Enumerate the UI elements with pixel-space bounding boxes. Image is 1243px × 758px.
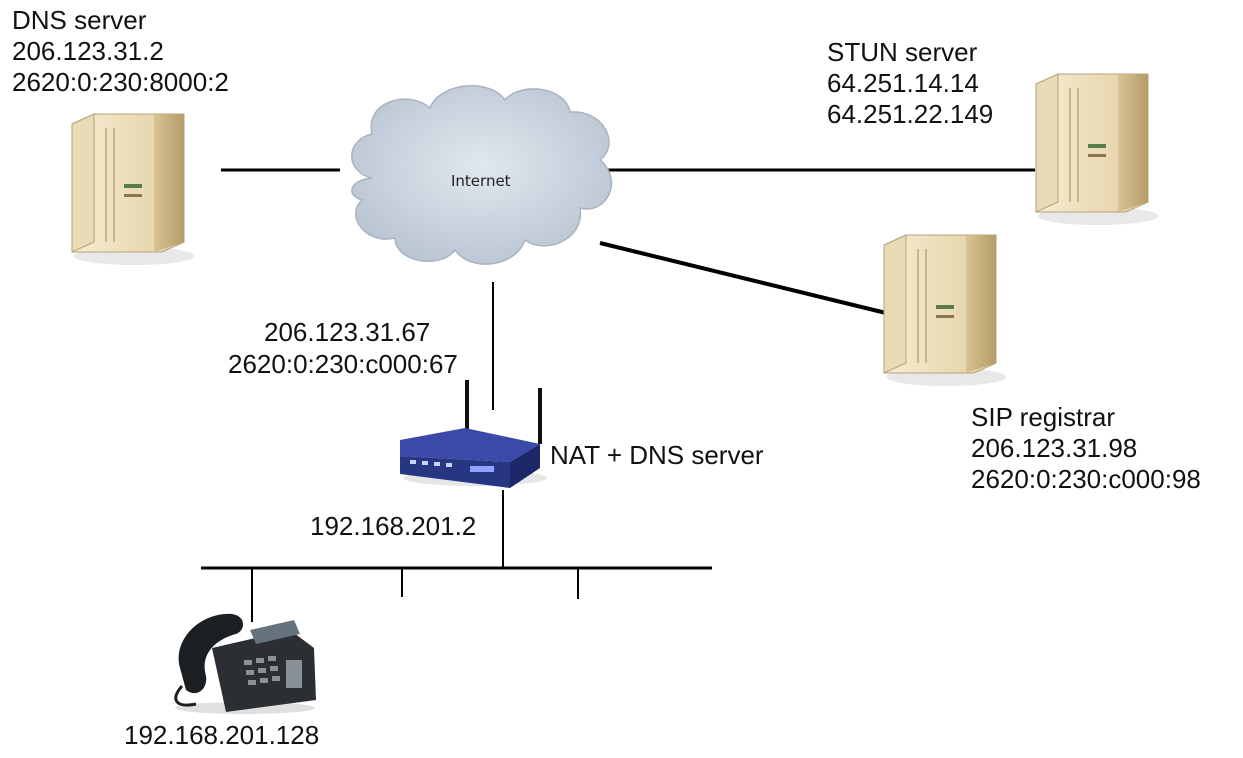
links: [201, 168, 1035, 622]
router-role: NAT + DNS server: [550, 440, 764, 470]
stun-server-ip2: 64.251.22.149: [827, 99, 994, 129]
sip-registrar-ipv4: 206.123.31.98: [971, 433, 1138, 463]
internet-label: Internet: [451, 172, 511, 190]
stun-server-title: STUN server: [827, 37, 978, 67]
router-wan-ipv4: 206.123.31.67: [264, 317, 431, 347]
internet-cloud-icon: [351, 84, 613, 265]
dns-server-ipv4: 206.123.31.2: [12, 36, 164, 66]
dns-server-title: DNS server: [12, 5, 147, 35]
stun-server-ip1: 64.251.14.14: [827, 68, 979, 98]
link-internet-sip: [599, 241, 887, 315]
desk-phone-icon: [174, 613, 316, 714]
router-wan-ipv6: 2620:0:230:c000:67: [228, 349, 458, 379]
sip-registrar-ipv6: 2620:0:230:c000:98: [971, 464, 1201, 494]
dns-server-icon: [71, 113, 195, 266]
phone-ip: 192.168.201.128: [124, 720, 320, 750]
wireless-router-icon: [400, 380, 547, 488]
stun-server-icon: [1035, 73, 1159, 226]
sip-registrar-title: SIP registrar: [971, 402, 1116, 432]
sip-registrar-icon: [883, 234, 1007, 387]
router-lan-ip: 192.168.201.2: [310, 511, 477, 541]
dns-server-ipv6: 2620:0:230:8000:2: [12, 67, 229, 97]
